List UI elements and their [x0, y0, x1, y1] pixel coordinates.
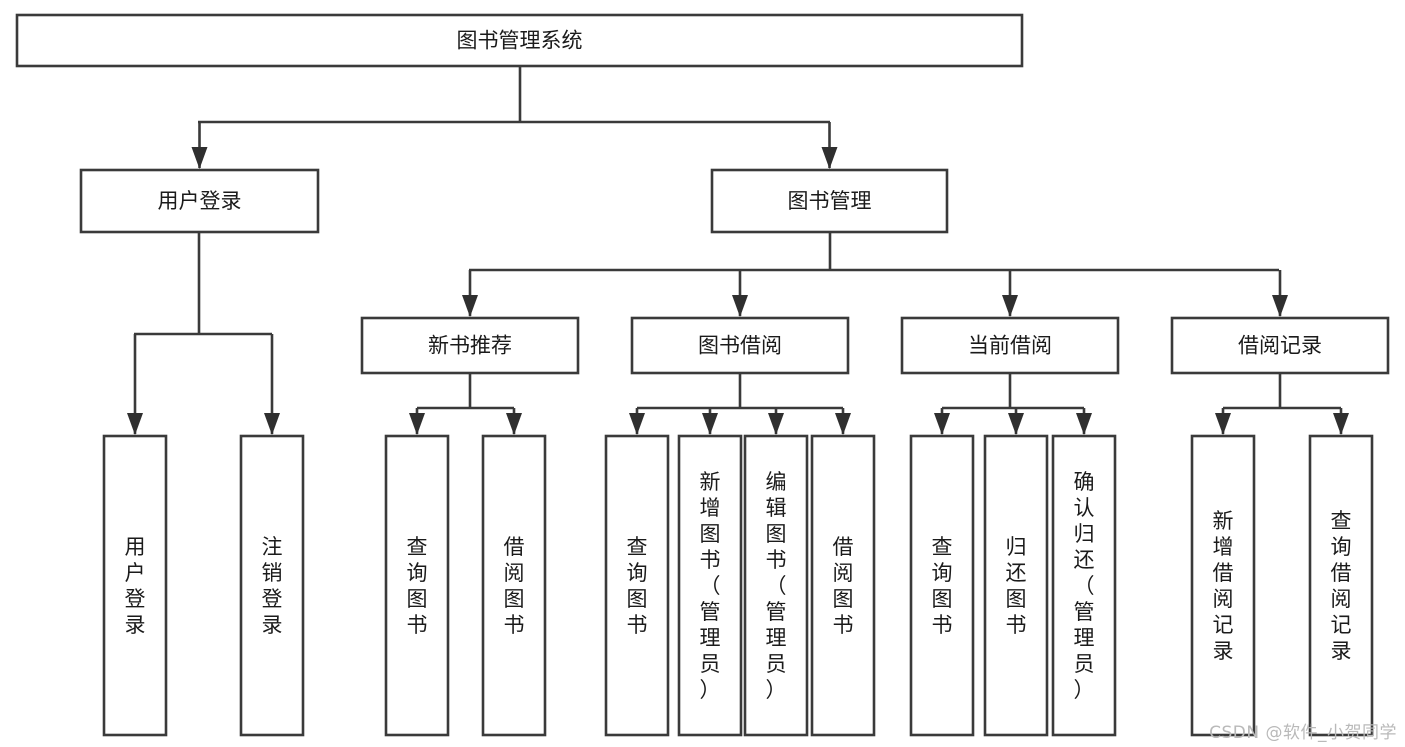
node-label: 图书管理系统: [457, 29, 583, 53]
node-box: [810, 434, 876, 737]
node-box: [677, 434, 743, 737]
arrow-head-icon: [1002, 295, 1018, 317]
arrow-head-icon: [1272, 295, 1288, 317]
arrow-head-icon: [1215, 413, 1231, 435]
node-leaf-query-book-3[interactable]: 查询图书: [909, 434, 975, 737]
node-leaf-query-book-2[interactable]: 查询图书: [604, 434, 670, 737]
node-borrow-record[interactable]: 借阅记录: [1170, 316, 1390, 375]
node-book-borrow[interactable]: 图书借阅: [630, 316, 850, 375]
node-label: 确认归还（管理员）: [1074, 470, 1095, 702]
arrow-head-icon: [629, 413, 645, 435]
node-leaf-edit-book[interactable]: 编辑图书（管理员）: [743, 434, 809, 737]
connector-layer: [127, 66, 1349, 435]
arrow-head-icon: [127, 413, 143, 435]
arrow-head-icon: [768, 413, 784, 435]
node-leaf-user-login[interactable]: 用户登录: [102, 434, 168, 737]
node-label: 用户登录: [125, 535, 146, 637]
node-label: 新增借阅记录: [1213, 509, 1234, 663]
arrow-head-icon: [1008, 413, 1024, 435]
node-label: 注销登录: [262, 535, 283, 637]
node-box: [239, 434, 305, 737]
arrow-head-icon: [702, 413, 718, 435]
arrow-head-icon: [1333, 413, 1349, 435]
node-label: 编辑图书（管理员）: [766, 470, 787, 702]
node-book-manage[interactable]: 图书管理: [710, 168, 949, 234]
node-box: [79, 168, 320, 234]
node-label: 查询图书: [627, 535, 648, 637]
node-leaf-add-book[interactable]: 新增图书（管理员）: [677, 434, 743, 737]
arrow-head-icon: [264, 413, 280, 435]
node-label: 新书推荐: [428, 334, 512, 358]
node-leaf-borrow-book-1[interactable]: 借阅图书: [481, 434, 547, 737]
node-label: 查询图书: [932, 535, 953, 637]
node-box: [1308, 434, 1374, 737]
node-box: [743, 434, 809, 737]
arrow-head-icon: [409, 413, 425, 435]
arrow-head-icon: [1076, 413, 1092, 435]
node-leaf-add-record[interactable]: 新增借阅记录: [1190, 434, 1256, 737]
node-leaf-borrow-book-2[interactable]: 借阅图书: [810, 434, 876, 737]
arrow-head-icon: [821, 147, 838, 169]
csdn-watermark: CSDN @软件_小贺同学: [1209, 723, 1397, 743]
arrow-head-icon: [506, 413, 522, 435]
arrow-head-icon: [835, 413, 851, 435]
node-leaf-return-book[interactable]: 归还图书: [983, 434, 1049, 737]
arrow-head-icon: [462, 295, 478, 317]
node-label: 借阅图书: [504, 535, 525, 637]
node-label: 图书借阅: [698, 334, 782, 358]
node-new-book-recommend[interactable]: 新书推荐: [360, 316, 580, 375]
node-label: 图书管理: [788, 189, 872, 213]
node-layer: 图书管理系统用户登录图书管理新书推荐图书借阅当前借阅借阅记录用户登录注销登录查询…: [15, 13, 1390, 737]
arrow-head-icon: [732, 295, 748, 317]
node-leaf-query-record[interactable]: 查询借阅记录: [1308, 434, 1374, 737]
node-label: 归还图书: [1006, 535, 1027, 637]
node-leaf-confirm-return[interactable]: 确认归还（管理员）: [1051, 434, 1117, 737]
node-box: [900, 316, 1120, 375]
node-box: [1170, 316, 1390, 375]
node-box: [604, 434, 670, 737]
node-current-borrow[interactable]: 当前借阅: [900, 316, 1120, 375]
node-root-system[interactable]: 图书管理系统: [15, 13, 1024, 68]
node-box: [630, 316, 850, 375]
node-box: [710, 168, 949, 234]
node-box: [1190, 434, 1256, 737]
node-box: [909, 434, 975, 737]
node-label: 当前借阅: [968, 334, 1052, 358]
node-leaf-logout-login[interactable]: 注销登录: [239, 434, 305, 737]
arrow-head-icon: [191, 147, 208, 169]
node-box: [481, 434, 547, 737]
node-label: 查询借阅记录: [1331, 509, 1352, 663]
arrow-head-icon: [934, 413, 950, 435]
node-box: [15, 13, 1024, 68]
node-user-login[interactable]: 用户登录: [79, 168, 320, 234]
node-box: [384, 434, 450, 737]
node-label: 用户登录: [158, 189, 242, 213]
node-label: 查询图书: [407, 535, 428, 637]
node-box: [102, 434, 168, 737]
node-box: [1051, 434, 1117, 737]
node-label: 新增图书（管理员）: [700, 470, 721, 702]
node-label: 借阅图书: [833, 535, 854, 637]
node-label: 借阅记录: [1238, 334, 1322, 358]
node-box: [983, 434, 1049, 737]
node-box: [360, 316, 580, 375]
node-leaf-query-book-1[interactable]: 查询图书: [384, 434, 450, 737]
